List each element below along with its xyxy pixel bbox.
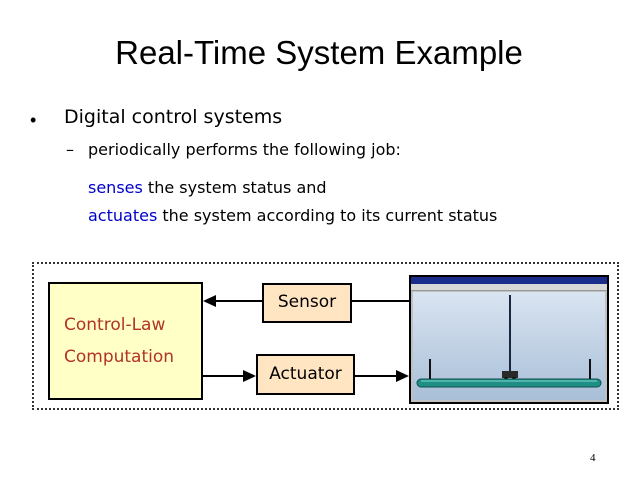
track-stop-right (589, 359, 591, 379)
slide-title: Real-Time System Example (115, 34, 523, 71)
sensor-to-control-arrowhead (203, 295, 216, 307)
page-number: 4 (590, 452, 596, 464)
sub-bullet-text: periodically performs the following job: (88, 140, 401, 159)
inverted-pendulum-window (409, 275, 609, 404)
bullet-marker: • (30, 110, 37, 130)
track-stop-left (429, 359, 431, 379)
senses-line: senses the system status and (88, 178, 327, 197)
actuator-label: Actuator (269, 364, 342, 384)
actuates-keyword: actuates (88, 206, 158, 225)
control-law-label-line1: Control-Law (64, 315, 166, 335)
senses-line-text: the system status and (142, 178, 327, 197)
control-law-label-line2: Computation (64, 347, 175, 367)
sub-bullet-marker: – (66, 140, 74, 159)
sensor-label: Sensor (277, 292, 337, 312)
control-law-block (48, 282, 203, 400)
sim-window-menubar (411, 284, 607, 291)
pendulum-illustration (416, 295, 602, 388)
sim-canvas (413, 292, 605, 400)
system-diagram-frame (32, 262, 619, 410)
actuates-line-text: the system according to its current stat… (157, 206, 498, 225)
actuates-line: actuates the system according to its cur… (88, 206, 497, 225)
senses-keyword: senses (88, 178, 143, 197)
bullet-text: Digital control systems (64, 106, 283, 128)
actuator-block (256, 354, 355, 395)
cart (502, 371, 518, 378)
sensor-block (262, 283, 352, 323)
control-to-actuator-arrowhead (243, 370, 256, 382)
track (416, 378, 602, 388)
actuator-to-plant-arrowhead (396, 370, 409, 382)
sim-window-titlebar (411, 277, 607, 284)
